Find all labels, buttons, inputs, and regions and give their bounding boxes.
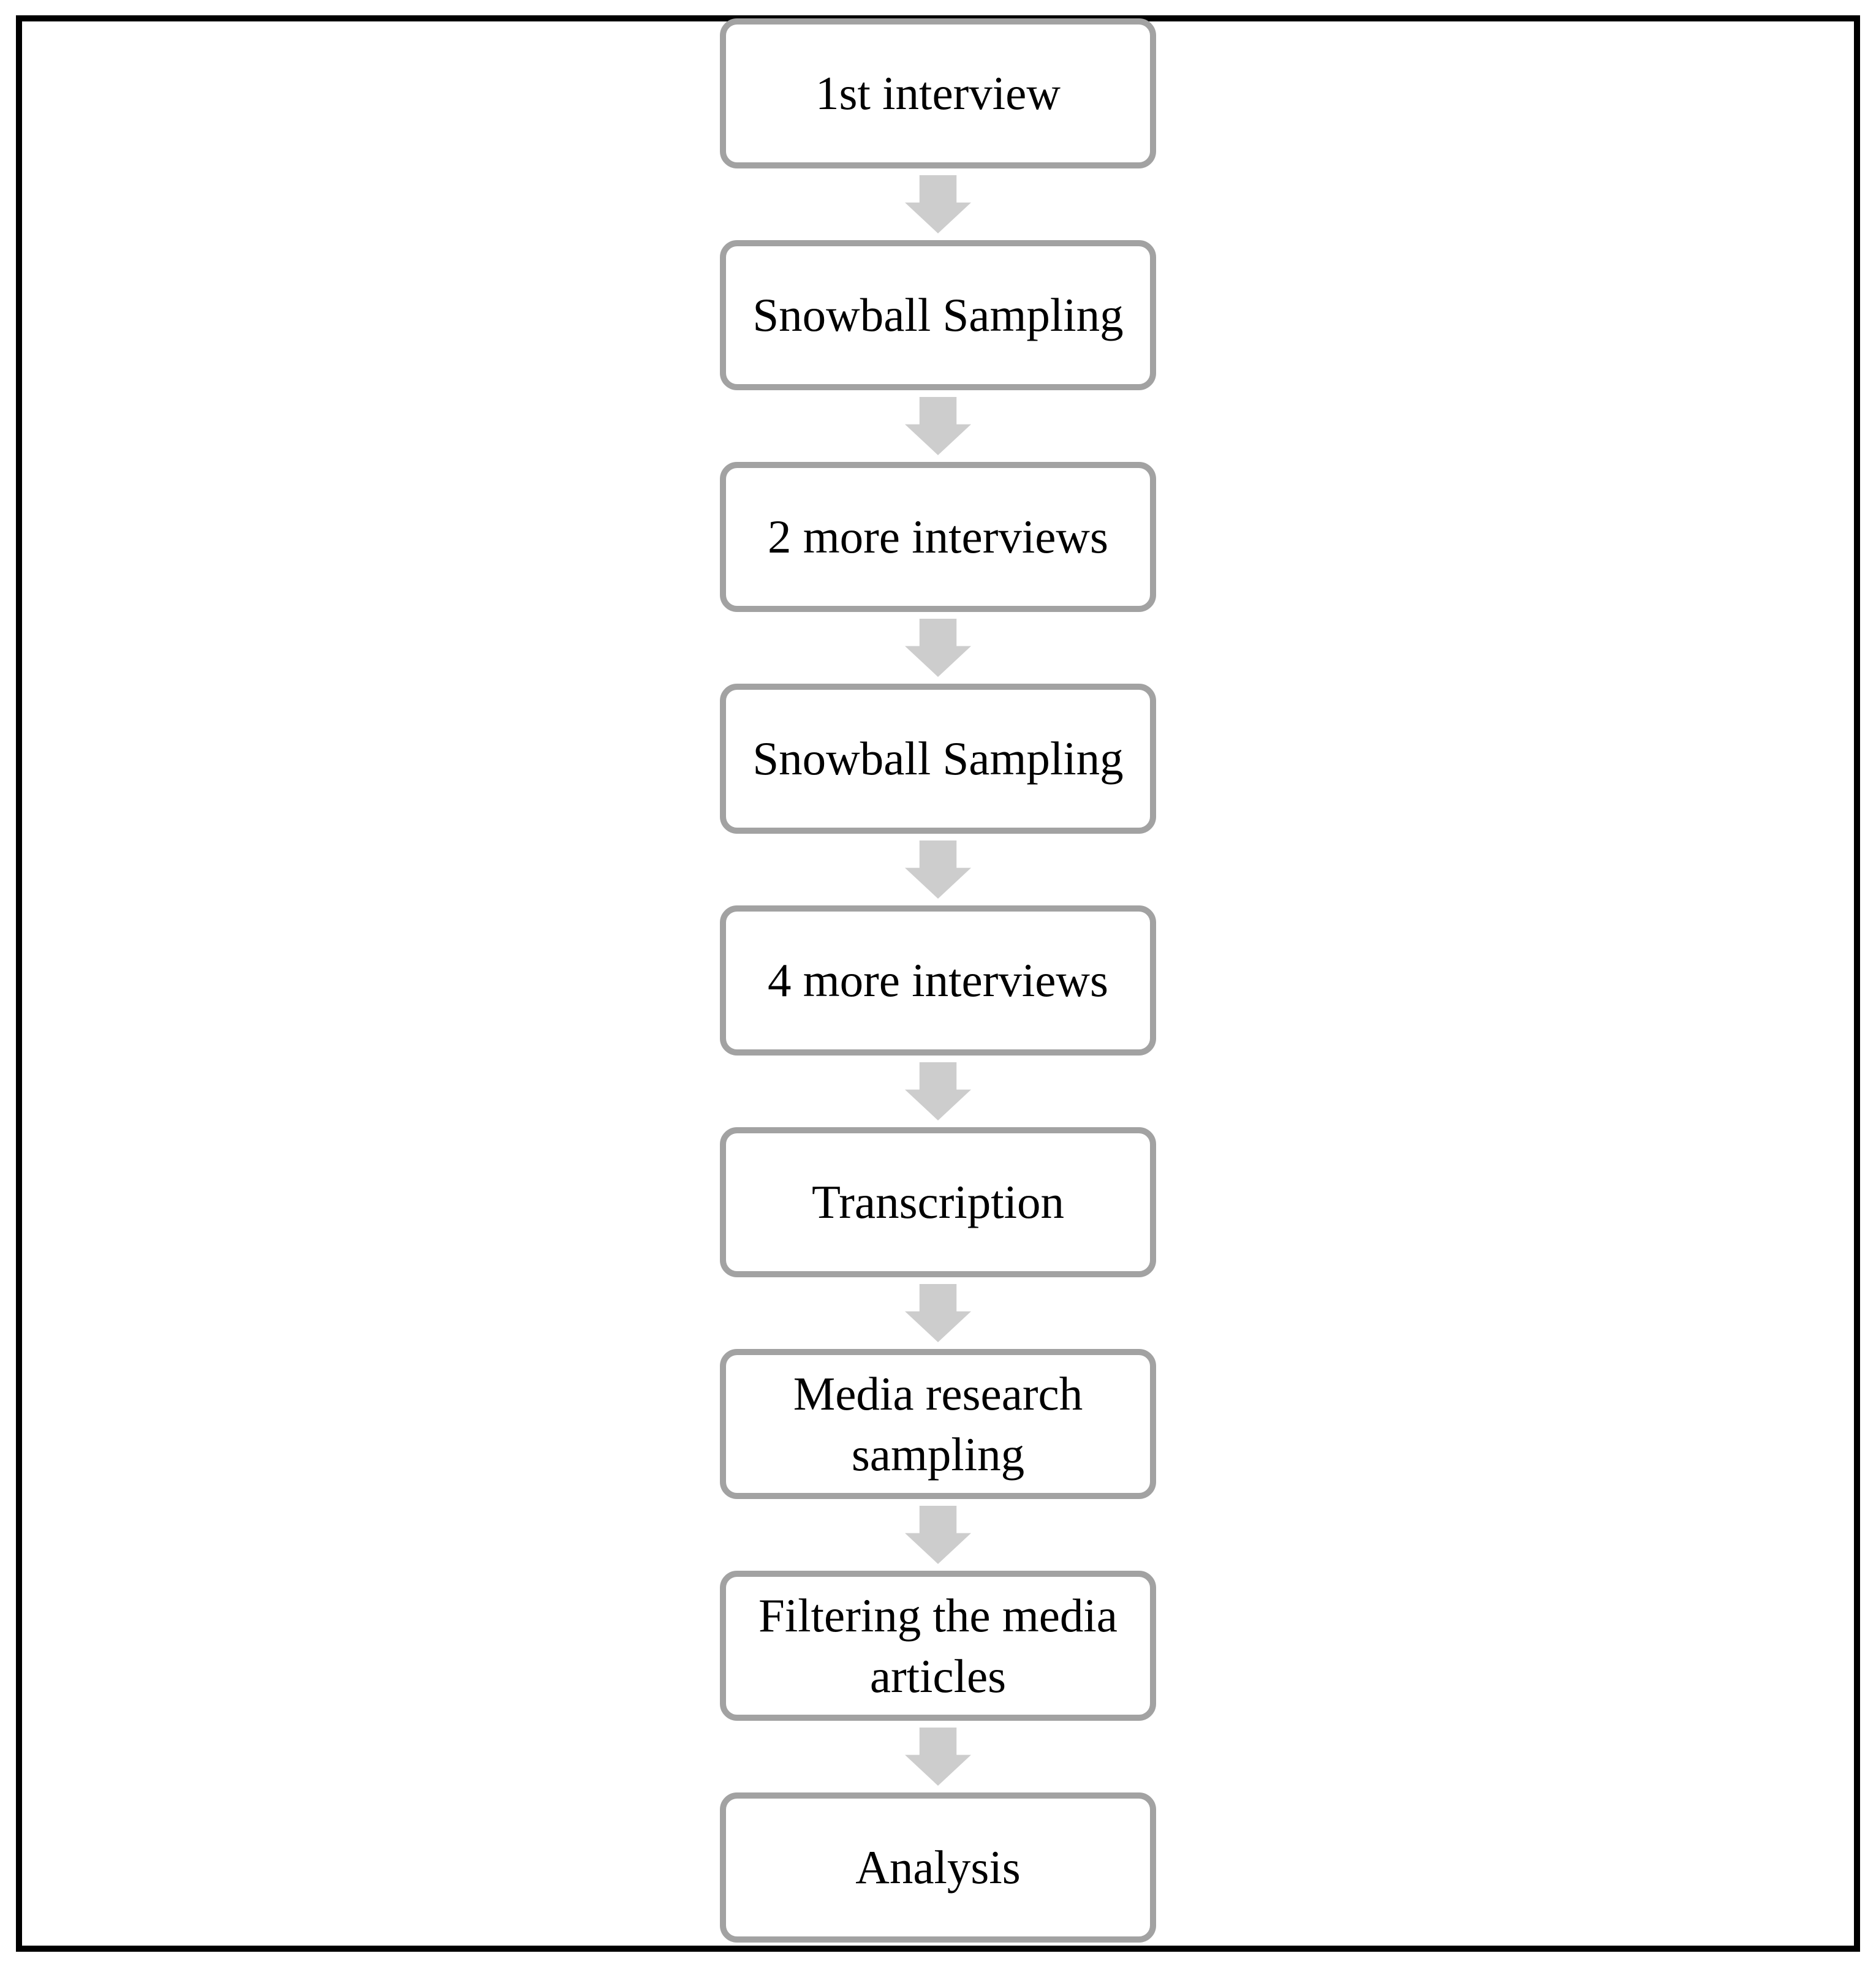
- flow-step: Transcription: [720, 1127, 1156, 1277]
- flow-step: 1st interview: [720, 18, 1156, 168]
- down-arrow-icon: [905, 397, 971, 455]
- flow-step: Analysis: [720, 1792, 1156, 1943]
- down-arrow-icon: [905, 175, 971, 233]
- flow-step: Snowball Sampling: [720, 684, 1156, 834]
- down-arrow-icon: [905, 1506, 971, 1564]
- flow-step: 4 more interviews: [720, 905, 1156, 1056]
- flow-step: 2 more interviews: [720, 462, 1156, 612]
- flow-step: Media research sampling: [720, 1349, 1156, 1499]
- down-arrow-icon: [905, 1062, 971, 1120]
- down-arrow-icon: [905, 619, 971, 677]
- flow-step: Snowball Sampling: [720, 240, 1156, 390]
- down-arrow-icon: [905, 1728, 971, 1786]
- down-arrow-icon: [905, 1284, 971, 1342]
- down-arrow-icon: [905, 840, 971, 899]
- flow-step: Filtering the media articles: [720, 1571, 1156, 1721]
